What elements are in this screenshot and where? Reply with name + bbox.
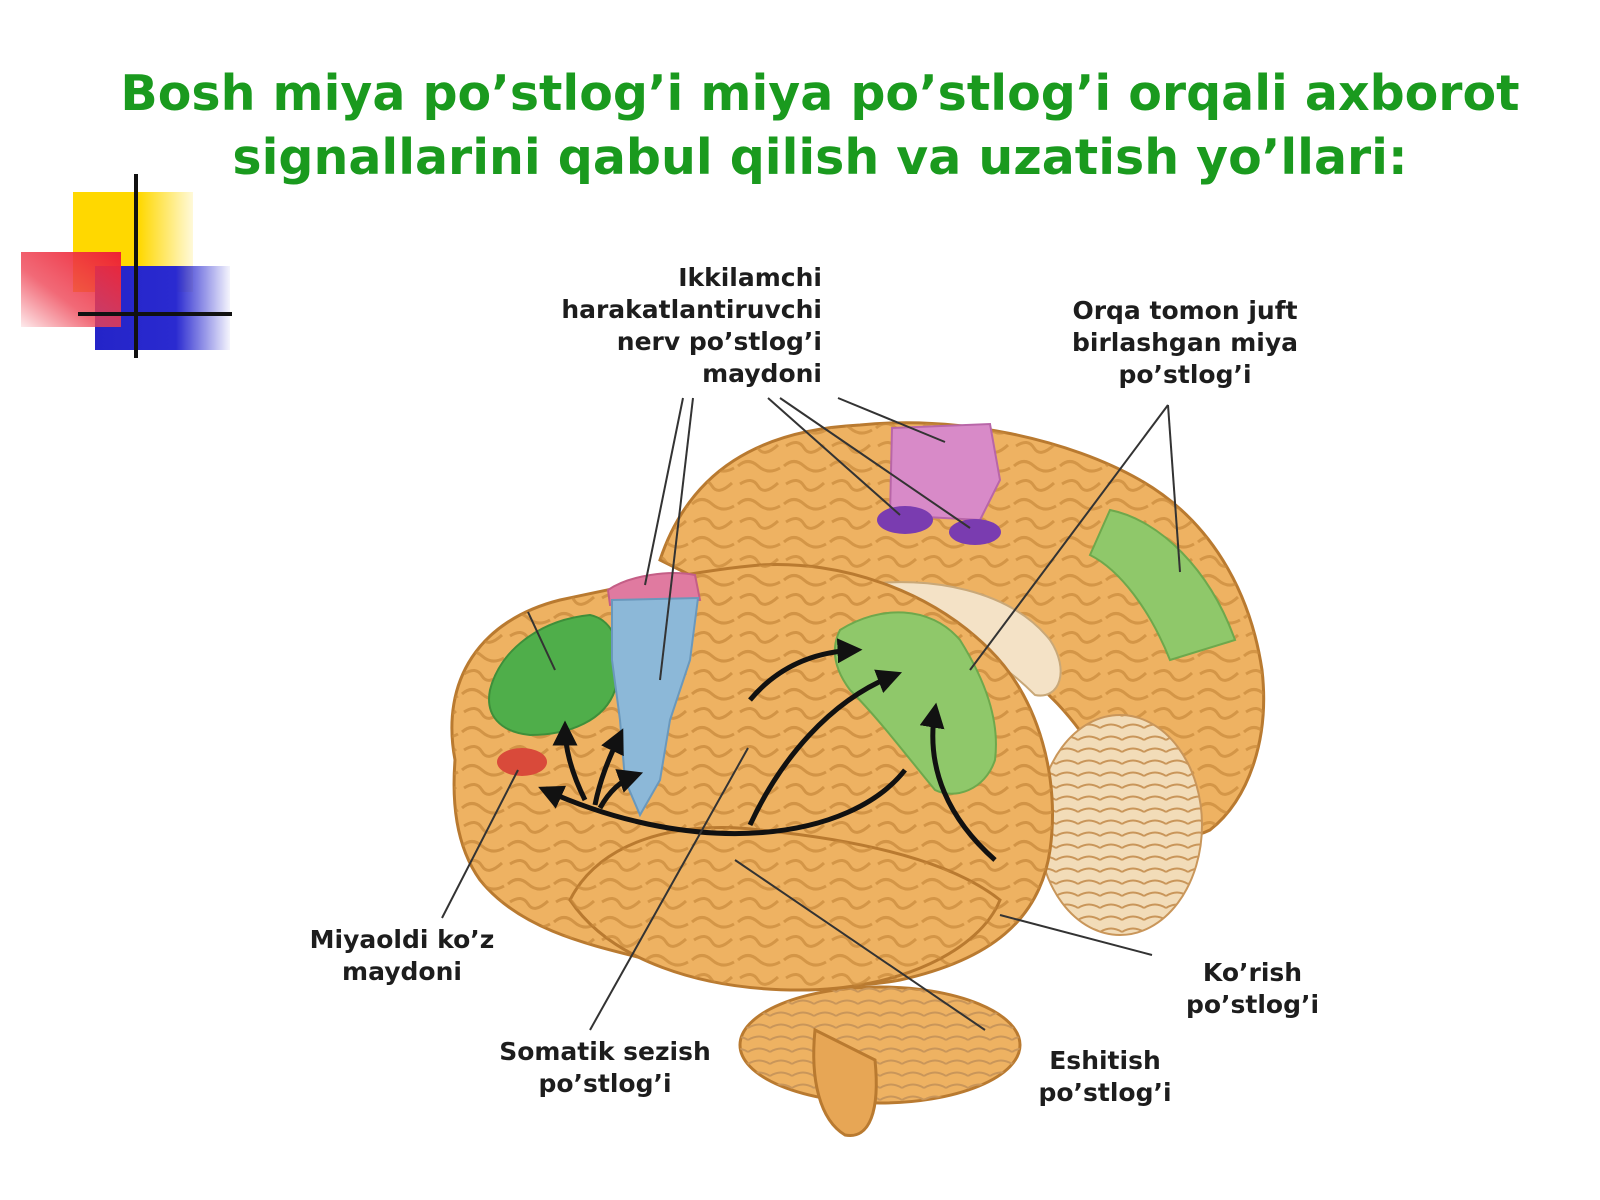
- title-line-2: signallarini qabul qilish va uzatish yo’…: [232, 129, 1408, 186]
- leader-visual: [999, 914, 1153, 956]
- label-frontal-eye-field-line-1: Miyaoldi ko’z: [309, 925, 495, 954]
- label-auditory: Eshitish po’stlog’i: [1010, 1045, 1200, 1109]
- leader-lines: [441, 397, 1181, 1031]
- leader-eye-field: [441, 769, 519, 919]
- label-visual-line-1: Ko’rish: [1202, 958, 1303, 987]
- label-secondary-motor-line-3: nerv po’stlog’i: [616, 327, 822, 356]
- slide-title: Bosh miya po’stlog’i miya po’stlog’i orq…: [80, 62, 1560, 190]
- leader-posterior-1: [969, 404, 1169, 671]
- decorative-squares: [21, 174, 232, 358]
- label-secondary-motor-line-1: Ikkilamchi: [678, 263, 822, 292]
- leader-motor-5: [837, 397, 946, 443]
- supplementary-motor-spot-1: [877, 506, 933, 534]
- arrow-occipital-up: [919, 702, 997, 862]
- label-frontal-eye-field: Miyaoldi ko’z maydoni: [302, 924, 502, 988]
- arrow-temporal-to-frontal: [538, 768, 907, 837]
- arrow-to-parietal-1: [748, 638, 863, 702]
- label-posterior-association-line-2: birlashgan miya: [1072, 328, 1298, 357]
- supplementary-motor-area: [888, 422, 1002, 522]
- leader-posterior-2: [1167, 404, 1181, 573]
- leader-somatic: [589, 747, 749, 1031]
- label-secondary-motor-line-2: harakatlantiruvchi: [561, 295, 822, 324]
- leader-auditory: [734, 859, 986, 1031]
- title-line-1: Bosh miya po’stlog’i miya po’stlog’i orq…: [120, 65, 1520, 122]
- supplementary-motor-spot-2: [949, 519, 1001, 545]
- label-posterior-association: Orqa tomon juft birlashgan miya po’stlog…: [1055, 295, 1315, 391]
- arrow-up-to-prefrontal-2: [592, 728, 624, 806]
- label-visual: Ko’rish po’stlog’i: [1160, 957, 1345, 1021]
- label-frontal-eye-field-line-2: maydoni: [342, 957, 462, 986]
- arrow-to-parietal-2: [747, 669, 902, 827]
- label-auditory-line-2: po’stlog’i: [1038, 1078, 1172, 1107]
- label-secondary-motor: Ikkilamchi harakatlantiruvchi nerv po’st…: [560, 262, 822, 390]
- leader-motor-1: [644, 397, 684, 586]
- frontal-eye-field-area: [497, 748, 547, 776]
- label-posterior-association-line-1: Orqa tomon juft: [1072, 296, 1298, 325]
- premotor-area: [606, 572, 702, 607]
- label-somatic-sensory: Somatik sezish po’stlog’i: [490, 1036, 720, 1100]
- leader-motor-2: [659, 397, 694, 681]
- signal-arrows: [538, 638, 997, 862]
- cerebellum-folia: [1038, 715, 1202, 935]
- leader-motor-4: [779, 397, 971, 529]
- label-secondary-motor-line-4: maydoni: [702, 359, 822, 388]
- arrow-up-to-prefrontal-1: [552, 720, 588, 802]
- label-auditory-line-1: Eshitish: [1049, 1046, 1161, 1075]
- leader-motor-3: [767, 397, 901, 516]
- cerebellum-lower-folia: [740, 987, 1020, 1103]
- label-somatic-sensory-line-2: po’stlog’i: [538, 1069, 672, 1098]
- leader-prefrontal: [527, 611, 556, 671]
- temporal-lobe-gyri: [570, 827, 1000, 990]
- label-visual-line-2: po’stlog’i: [1185, 990, 1320, 1019]
- posterior-association-area-medial: [1088, 508, 1237, 662]
- label-posterior-association-line-3: po’stlog’i: [1118, 360, 1252, 389]
- arrow-up-to-motor: [597, 769, 644, 810]
- brainstem: [812, 1027, 878, 1138]
- motor-cortex-area: [611, 596, 700, 818]
- label-somatic-sensory-line-1: Somatik sezish: [499, 1037, 711, 1066]
- parietal-association-area: [833, 611, 997, 795]
